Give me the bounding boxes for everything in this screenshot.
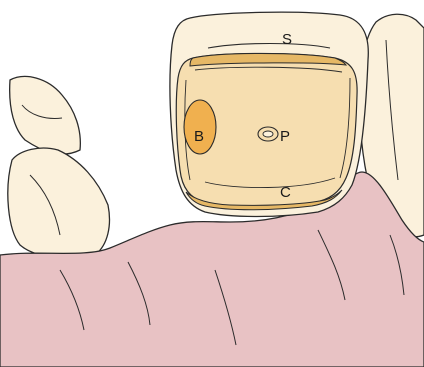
left-back-tooth [10, 76, 81, 154]
label-c: C [280, 184, 291, 201]
left-front-tooth [8, 148, 110, 258]
label-s: S [282, 31, 292, 48]
pulp-marker-inner [263, 131, 273, 137]
label-p: P [280, 128, 290, 145]
buccal-spot [184, 100, 216, 154]
label-b: B [194, 128, 204, 145]
